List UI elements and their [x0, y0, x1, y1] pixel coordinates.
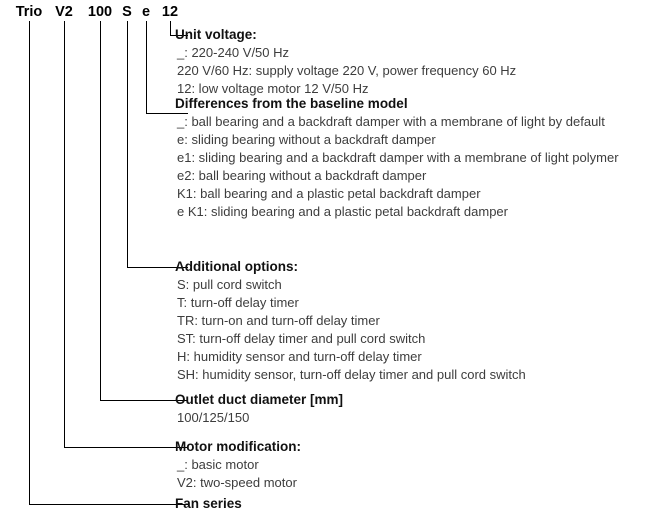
leader-line-horizontal-differences	[146, 113, 188, 114]
leader-line-horizontal-fan-series	[29, 504, 188, 505]
section-heading-differences: Differences from the baseline model	[175, 96, 408, 111]
leader-line-horizontal-outlet-duct	[100, 400, 188, 401]
section-item: 220 V/60 Hz: supply voltage 220 V, power…	[177, 63, 517, 78]
code-token-e: e	[141, 4, 151, 20]
section-heading-unit-voltage: Unit voltage:	[175, 27, 257, 42]
section-item: _: ball bearing and a backdraft damper w…	[177, 114, 605, 129]
section-item: e2: ball bearing without a backdraft dam…	[177, 168, 427, 183]
leader-line-vertical-outlet-duct	[100, 21, 101, 401]
section-differences: Differences from the baseline model _: b…	[175, 95, 619, 221]
section-item: _: basic motor	[177, 457, 259, 472]
section-item: 100/125/150	[177, 410, 250, 425]
section-item: SH: humidity sensor, turn-off delay time…	[177, 367, 526, 382]
section-unit-voltage: Unit voltage: _: 220-240 V/50 Hz 220 V/6…	[175, 26, 516, 98]
section-outlet-duct-diameter: Outlet duct diameter [mm] 100/125/150	[175, 391, 343, 427]
section-additional-options: Additional options: S: pull cord switch …	[175, 258, 526, 384]
code-token-s: S	[122, 4, 132, 20]
section-item: _: 220-240 V/50 Hz	[177, 45, 290, 60]
code-token-100: 100	[87, 4, 113, 20]
section-item: K1: ball bearing and a plastic petal bac…	[177, 186, 481, 201]
section-heading-fan-series: Fan series	[175, 496, 242, 511]
section-item: ST: turn-off delay timer and pull cord s…	[177, 331, 426, 346]
section-motor-modification: Motor modification: _: basic motor V2: t…	[175, 438, 301, 492]
leader-line-vertical-additional-options	[127, 21, 128, 268]
section-item: V2: two-speed motor	[177, 475, 297, 490]
leader-line-horizontal-unit-voltage	[170, 35, 188, 36]
section-item: T: turn-off delay timer	[177, 295, 299, 310]
leader-line-vertical-motor-modification	[64, 21, 65, 448]
section-heading-additional-options: Additional options:	[175, 259, 298, 274]
leader-line-horizontal-additional-options	[127, 267, 188, 268]
section-item: H: humidity sensor and turn-off delay ti…	[177, 349, 422, 364]
code-token-trio: Trio	[15, 4, 43, 20]
section-item: e: sliding bearing without a backdraft d…	[177, 132, 436, 147]
section-heading-motor-modification: Motor modification:	[175, 439, 301, 454]
leader-line-vertical-differences	[146, 21, 147, 114]
code-token-12: 12	[161, 4, 179, 20]
section-item: TR: turn-on and turn-off delay timer	[177, 313, 380, 328]
leader-line-horizontal-motor-modification	[64, 447, 188, 448]
section-heading-outlet-duct-diameter: Outlet duct diameter [mm]	[175, 392, 344, 407]
section-item: e K1: sliding bearing and a plastic peta…	[177, 204, 508, 219]
section-item: 12: low voltage motor 12 V/50 Hz	[177, 81, 369, 96]
section-item: S: pull cord switch	[177, 277, 282, 292]
leader-line-vertical-fan-series	[29, 21, 30, 505]
section-item: e1: sliding bearing and a backdraft damp…	[177, 150, 619, 165]
code-token-v2: V2	[55, 4, 73, 20]
section-fan-series: Fan series	[175, 495, 242, 513]
leader-line-vertical-unit-voltage	[170, 21, 171, 36]
